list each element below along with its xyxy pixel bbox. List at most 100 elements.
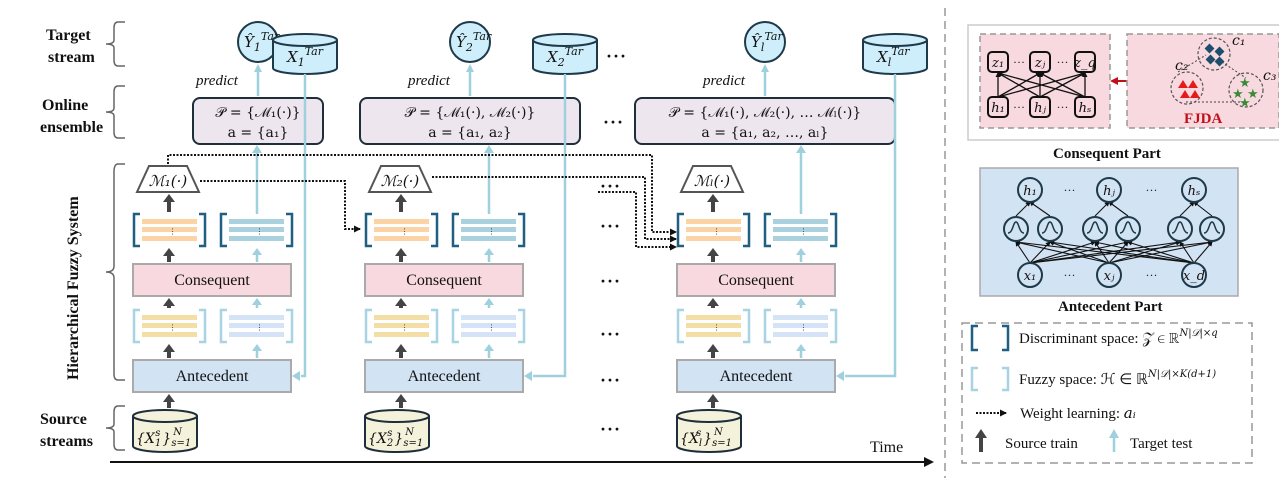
predict-label: predict bbox=[702, 73, 746, 89]
target-stream-cylinder: X2Tar bbox=[532, 33, 598, 75]
legend-discriminant-text: Discriminant space: 𝒵 ∈ ℝN|𝒟|×q bbox=[1019, 328, 1218, 347]
row-label-text: Online bbox=[42, 97, 88, 114]
discriminant-space-target: ⋮ bbox=[451, 212, 526, 248]
row-label-source-streams: Source streams bbox=[40, 405, 125, 451]
input-node: x_d bbox=[1181, 262, 1207, 288]
row-label-text: Target bbox=[46, 27, 91, 44]
fuzzy-space-source: ⋮ bbox=[364, 308, 439, 344]
network-edge bbox=[1039, 72, 1086, 98]
svg-text:★: ★ bbox=[1239, 96, 1251, 111]
predicted-target-node: ŶlTar bbox=[744, 21, 786, 63]
time-axis-arrowhead bbox=[924, 457, 934, 467]
cluster-c1 bbox=[1197, 37, 1231, 71]
svg-text:★: ★ bbox=[1239, 76, 1251, 91]
gaussian-icon bbox=[1007, 221, 1025, 234]
model-node: ℳₗ(·) bbox=[679, 165, 745, 193]
svg-text:⋮: ⋮ bbox=[169, 227, 177, 236]
membership-function-node bbox=[1115, 216, 1141, 242]
gaussian-icon bbox=[1203, 221, 1221, 234]
discriminant-space-source: ⋮ bbox=[676, 212, 751, 248]
weight-arrow-m1-ml bbox=[167, 154, 677, 236]
consequent-label: Consequent bbox=[174, 272, 250, 289]
fjda-clusters: ★ ★ ★ ★ c₁ c₂ c₃ FJDA bbox=[1170, 33, 1277, 127]
svg-text:x_d: x_d bbox=[1183, 269, 1205, 284]
ensemble-pool: 𝒫 = {ℳ₁(·), ℳ₂(·), … ℳₗ(·)} bbox=[669, 105, 862, 121]
svg-text:x₁: x₁ bbox=[1024, 269, 1037, 284]
consequent-label: Consequent bbox=[718, 272, 794, 289]
membership-function-node bbox=[1199, 216, 1225, 242]
legend-fuzzy-text: Fuzzy space: ℋ ∈ ℝN|𝒟|×K(d+1) bbox=[1019, 369, 1216, 388]
membership-function-node bbox=[1167, 216, 1193, 242]
target-input-arrow bbox=[845, 74, 897, 378]
cluster-c2 bbox=[1170, 71, 1204, 105]
discriminant-bracket-icon bbox=[970, 324, 1010, 352]
brace-icon bbox=[105, 85, 125, 139]
online-ensemble-box: 𝒫 = {ℳ₁(·), ℳ₂(·)}a = {a₁, a₂} bbox=[359, 97, 581, 145]
brace-icon bbox=[105, 405, 125, 451]
svg-text:⋮: ⋮ bbox=[488, 323, 496, 332]
z-node: zⱼ bbox=[1029, 51, 1051, 73]
svg-text:···: ··· bbox=[1064, 268, 1076, 282]
svg-text:···: ··· bbox=[1064, 183, 1076, 197]
svg-text:hₛ: hₛ bbox=[1079, 101, 1092, 116]
brace-icon bbox=[105, 163, 125, 381]
fjda-box bbox=[1126, 33, 1279, 129]
svg-text:hₛ: hₛ bbox=[1188, 184, 1201, 199]
brace-icon bbox=[105, 21, 125, 67]
h-node: hₛ bbox=[1074, 96, 1096, 118]
row-label-hierarchical: Hierarchical Fuzzy System bbox=[65, 163, 125, 381]
predicted-target-label: ŶlTar bbox=[751, 30, 783, 54]
z-node: z₁ bbox=[987, 51, 1009, 73]
triangle-points bbox=[1178, 80, 1200, 98]
antecedent-label: Antecedent bbox=[408, 368, 481, 385]
svg-text:⋮: ⋮ bbox=[169, 323, 177, 332]
membership-function-node bbox=[1037, 216, 1063, 242]
time-label: Time bbox=[870, 439, 903, 456]
model-node: ℳ₁(·) bbox=[135, 165, 201, 193]
svg-text:⋮: ⋮ bbox=[713, 323, 721, 332]
predict-label: predict bbox=[195, 73, 239, 89]
gaussian-icon bbox=[1171, 221, 1189, 234]
svg-text:···: ··· bbox=[1013, 100, 1025, 114]
row-label-target-stream: Target stream bbox=[46, 21, 125, 67]
antecedent-box: Antecedent bbox=[676, 359, 836, 393]
target-stream-cylinder: XlTar bbox=[862, 33, 928, 75]
legend-source-train: Source train bbox=[975, 429, 1078, 452]
svg-text:···: ··· bbox=[1013, 55, 1025, 69]
antecedent-label: Antecedent bbox=[720, 368, 793, 385]
weight-arrow-m2-ml bbox=[432, 176, 677, 243]
model-label: ℳ₁(·) bbox=[149, 172, 188, 190]
cluster-label-c3: c₃ bbox=[1263, 68, 1277, 84]
row-label-text: Hierarchical Fuzzy System bbox=[65, 196, 82, 380]
source-stream-cylinder: {X1s}s=1N bbox=[132, 409, 198, 453]
rule-node: hⱼ bbox=[1096, 177, 1122, 203]
predict-label: predict bbox=[407, 73, 451, 89]
network-edge bbox=[1049, 240, 1110, 264]
network-edge bbox=[1193, 201, 1213, 217]
ensemble-weights: a = {a₁} bbox=[228, 125, 289, 141]
discriminant-space-target: ⋮ bbox=[219, 212, 294, 248]
time-axis: Time bbox=[110, 439, 934, 467]
cluster-link bbox=[1177, 54, 1207, 73]
weight-learning-arrows bbox=[167, 154, 677, 251]
target-stream-label: XlTar bbox=[876, 45, 910, 69]
ellipsis: ··· bbox=[600, 216, 621, 236]
consequent-part-title: Consequent Part bbox=[1053, 146, 1161, 162]
fuzzy-space-target: ⋮ bbox=[219, 308, 294, 344]
svg-text:xⱼ: xⱼ bbox=[1104, 269, 1115, 284]
discriminant-space-target: ⋮ bbox=[763, 212, 838, 248]
network-edge bbox=[1015, 240, 1110, 264]
row-label-text: stream bbox=[48, 49, 95, 66]
legend-source-train-text: Source train bbox=[1005, 436, 1078, 452]
network-edge bbox=[1193, 241, 1213, 264]
row-label-text: ensemble bbox=[40, 119, 103, 136]
target-input-arrow bbox=[301, 74, 307, 378]
online-ensemble-box: 𝒫 = {ℳ₁(·), ℳ₂(·), … ℳₗ(·)}a = {a₁, a₂, … bbox=[634, 97, 896, 145]
svg-text:h₁: h₁ bbox=[991, 101, 1005, 116]
ellipsis: ··· bbox=[600, 324, 621, 344]
svg-text:···: ··· bbox=[1146, 268, 1158, 282]
